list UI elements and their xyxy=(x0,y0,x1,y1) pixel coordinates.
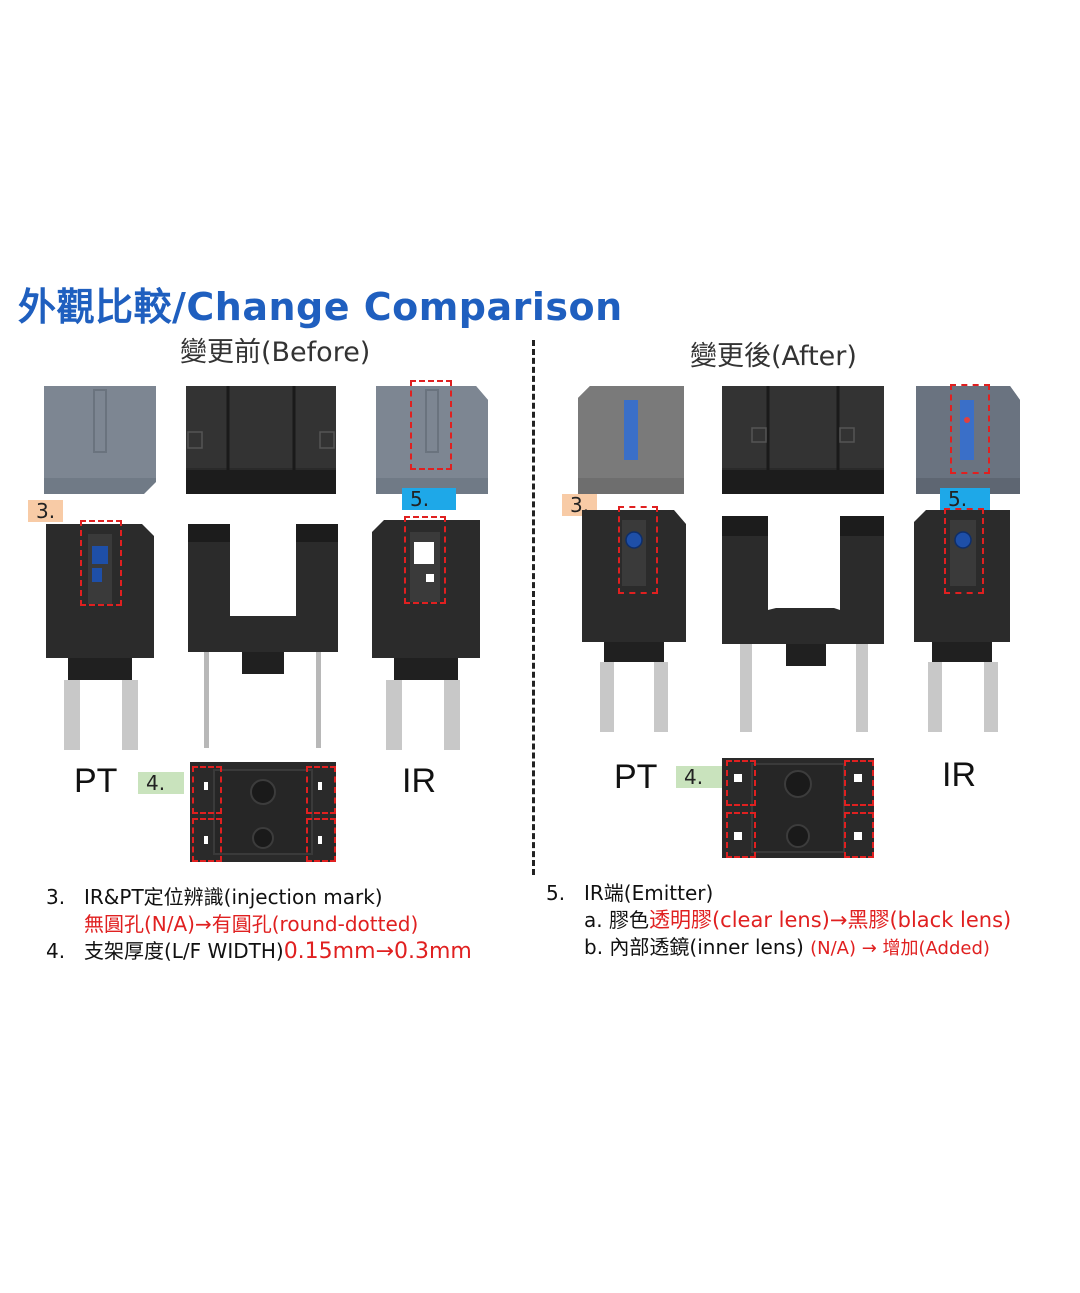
after-lead-highlight-tr xyxy=(844,760,874,806)
after-tag-5: 5. xyxy=(940,488,990,510)
before-lead-highlight-tl xyxy=(192,766,222,814)
after-body-top-image xyxy=(722,386,884,494)
after-lead-highlight-bl xyxy=(726,812,756,858)
notes-left: 3. IR&PT定位辨識(injection mark) 無圓孔(N/A)→有圓孔… xyxy=(46,884,526,965)
note-4: 4. 支架厚度(L/F WIDTH)0.15mm→0.3mm xyxy=(46,938,526,965)
after-tag-4: 4. xyxy=(676,766,726,788)
note-3-text: IR&PT定位辨識(injection mark) xyxy=(84,885,383,909)
after-lead-highlight-tl xyxy=(726,760,756,806)
after-ir-part-image xyxy=(914,510,1010,732)
after-heading: 變更後(After) xyxy=(690,341,857,372)
before-lead-highlight-bl xyxy=(192,818,222,862)
section-divider xyxy=(532,340,535,875)
note-3: 3. IR&PT定位辨識(injection mark) xyxy=(46,884,526,911)
before-tag-5: 5. xyxy=(402,488,456,510)
note-5-number: 5. xyxy=(546,881,566,905)
before-lead-highlight-tr xyxy=(306,766,336,814)
before-lead-highlight-br xyxy=(306,818,336,862)
note-5b-change: (N/A) → 增加(Added) xyxy=(810,938,990,959)
before-ir-part-image xyxy=(372,520,480,750)
after-ir-label: IR xyxy=(942,756,976,794)
after-bottom-view-image xyxy=(722,758,874,858)
before-ir-label: IR xyxy=(402,762,436,800)
before-tag-4: 4. xyxy=(138,772,184,794)
note-5b-label: b. 內部透鏡(inner lens) xyxy=(584,935,811,959)
note-5-text: IR端(Emitter) xyxy=(584,881,714,905)
after-pt-label: PT xyxy=(614,758,658,796)
note-5a-change: 透明膠(clear lens)→黑膠(black lens) xyxy=(648,908,1012,932)
after-pt-cap-image xyxy=(578,386,684,494)
before-tag-3: 3. xyxy=(28,500,64,522)
before-pt-label: PT xyxy=(74,762,118,800)
after-u-body-image xyxy=(722,516,884,732)
after-ir-cap-image xyxy=(916,386,1020,494)
note-4-number: 4. xyxy=(46,939,66,963)
after-pt-mark-highlight xyxy=(618,506,658,594)
note-5: 5. IR端(Emitter) xyxy=(546,880,1066,907)
before-ir-mark-highlight xyxy=(404,516,446,604)
page-title: 外觀比較/Change Comparison xyxy=(18,285,623,329)
note-3-change: 無圓孔(N/A)→有圓孔(round-dotted) xyxy=(84,912,419,936)
note-4-change: 0.15mm→0.3mm xyxy=(283,939,472,964)
note-5a-label: a. 膠色 xyxy=(584,908,649,932)
notes-right: 5. IR端(Emitter) a. 膠色透明膠(clear lens)→黑膠(b… xyxy=(546,880,1066,962)
before-ir-cap-image xyxy=(376,386,488,494)
before-u-body-image xyxy=(188,524,338,748)
note-3-number: 3. xyxy=(46,885,66,909)
after-lead-highlight-br xyxy=(844,812,874,858)
before-body-top-image xyxy=(186,386,336,494)
note-5a: a. 膠色透明膠(clear lens)→黑膠(black lens) xyxy=(546,907,1066,934)
before-pt-cap-image xyxy=(44,386,156,494)
before-heading: 變更前(Before) xyxy=(180,337,371,368)
before-ir-cap-highlight xyxy=(410,380,452,470)
before-pt-mark-highlight xyxy=(80,520,122,606)
note-5b: b. 內部透鏡(inner lens) (N/A) → 增加(Added) xyxy=(546,934,1066,962)
after-ir-cap-highlight xyxy=(950,384,990,474)
before-pt-part-image xyxy=(46,524,154,750)
note-4-text: 支架厚度(L/F WIDTH) xyxy=(84,939,284,963)
after-ir-mark-highlight xyxy=(944,508,984,594)
after-pt-part-image xyxy=(582,510,686,732)
